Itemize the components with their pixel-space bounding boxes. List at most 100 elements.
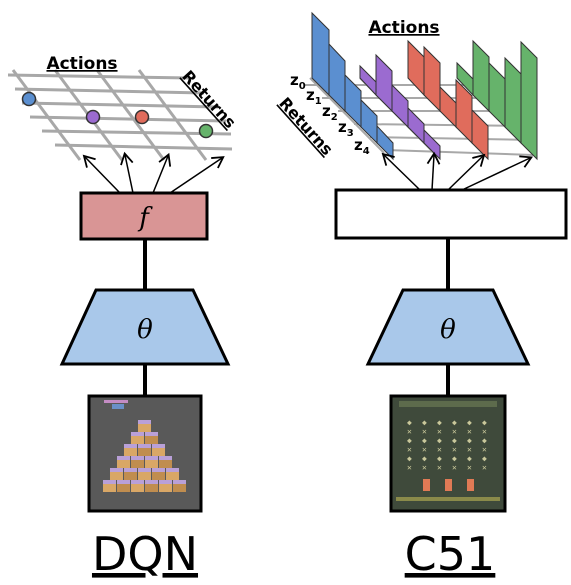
qbert-cube-side (159, 460, 172, 468)
invader-sprite: ✕ (422, 445, 427, 454)
invader-sprite: ◆ (407, 418, 412, 427)
qbert-cube-side (145, 436, 158, 444)
space-invaders-game-screen: ◆◆◆◆◆◆✕✕✕✕✕✕◆◆◆◆◆◆✕✕✕✕✕✕◆◆◆◆◆◆✕✕✕✕✕✕ (389, 394, 507, 513)
qbert-cube-top (103, 480, 116, 484)
qbert-cube-top (159, 480, 172, 484)
c51-title: C51 (405, 527, 496, 581)
qbert-cube-top (124, 444, 137, 448)
invader-sprite: ✕ (482, 427, 487, 436)
dqn-q-values (21, 91, 214, 139)
dqn-returns-label: Returns (178, 67, 240, 132)
distribution-action-2 (359, 53, 441, 161)
atom-label-2: z2 (322, 102, 338, 123)
invader-sprite: ◆ (467, 418, 472, 427)
qbert-cube-top (110, 468, 123, 472)
c51-panel: Actions z0 z1 z2 z3 z4 Returns θ ◆◆◆◆◆◆✕… (275, 11, 568, 581)
atom-label-4: z4 (354, 136, 370, 157)
dqn-output-grid (7, 69, 233, 161)
dqn-network-label: θ (137, 315, 153, 345)
dqn-output-arrows (82, 151, 225, 194)
qbert-cube-top (173, 480, 186, 484)
invader-sprite: ◆ (482, 436, 487, 445)
invader-sprite: ✕ (407, 445, 412, 454)
invader-sprite: ◆ (482, 418, 487, 427)
qbert-cube-top (152, 468, 165, 472)
qbert-cube-top (145, 432, 158, 436)
invader-sprite: ◆ (482, 454, 487, 463)
invader-sprite: ◆ (437, 454, 442, 463)
atom-label-0: z0 (290, 71, 306, 92)
invader-sprite: ✕ (482, 463, 487, 472)
invader-sprite: ✕ (407, 463, 412, 472)
distribution-action-3 (407, 39, 489, 161)
q-value-dot-3 (134, 109, 150, 125)
invader-sprite: ✕ (437, 427, 442, 436)
qbert-cube-top (159, 456, 172, 460)
invader-sprite: ✕ (422, 427, 427, 436)
q-value-dot-2 (85, 109, 101, 125)
invader-sprite: ◆ (467, 436, 472, 445)
qbert-cube-top (117, 456, 130, 460)
qbert-cube-side (124, 472, 137, 480)
qbert-cube-side (166, 472, 179, 480)
invader-sprite: ◆ (437, 418, 442, 427)
qbert-game-screen (87, 394, 203, 513)
qbert-cube-top (138, 468, 151, 472)
q-value-dot-1 (21, 91, 37, 107)
qbert-cube-side (152, 472, 165, 480)
qbert-cube-top (131, 480, 144, 484)
invader-sprite: ◆ (407, 436, 412, 445)
invader-sprite: ◆ (422, 418, 427, 427)
invader-sprite: ◆ (437, 436, 442, 445)
invader-sprite: ✕ (467, 427, 472, 436)
qbert-cube-side (131, 436, 144, 444)
invader-sprite: ✕ (452, 463, 457, 472)
qbert-cube-top (152, 444, 165, 448)
c51-atom-labels: z0 z1 z2 z3 z4 (290, 71, 370, 157)
qbert-cube-top (131, 432, 144, 436)
invader-sprite: ◆ (452, 454, 457, 463)
qbert-cube-side (117, 484, 130, 492)
c51-network-trapezoid (365, 288, 531, 366)
invader-sprite: ◆ (422, 454, 427, 463)
qbert-cube-side (138, 424, 151, 432)
qbert-cube-side (145, 460, 158, 468)
qbert-cube-side (138, 472, 151, 480)
qbert-cube-side (173, 484, 186, 492)
q-value-dot-4 (198, 123, 214, 139)
qbert-cube-side (152, 448, 165, 456)
qbert-cube-top (131, 456, 144, 460)
invader-sprite: ✕ (422, 463, 427, 472)
invader-sprite: ✕ (437, 463, 442, 472)
qbert-cube-side (103, 484, 116, 492)
dqn-title: DQN (92, 527, 198, 581)
invader-sprite: ◆ (452, 436, 457, 445)
dqn-panel: Actions Returns f θ DQN (7, 54, 240, 581)
qbert-cube-top (124, 468, 137, 472)
invader-sprite: ◆ (452, 418, 457, 427)
dqn-actions-label: Actions (46, 54, 117, 74)
invader-sprite: ✕ (467, 463, 472, 472)
qbert-cube-side (145, 484, 158, 492)
invader-sprite: ◆ (422, 436, 427, 445)
c51-return-distributions (311, 11, 538, 161)
invader-sprite: ◆ (467, 454, 472, 463)
distribution-action-4 (456, 39, 538, 161)
qbert-cube-side (124, 448, 137, 456)
c51-network-label: θ (440, 315, 456, 345)
c51-actions-label: Actions (368, 18, 439, 38)
qbert-cube-top (138, 420, 151, 424)
invader-sprite: ◆ (407, 454, 412, 463)
qbert-cube-top (138, 444, 151, 448)
invader-sprite: ✕ (407, 427, 412, 436)
atom-label-3: z3 (338, 118, 354, 139)
qbert-cube-side (131, 484, 144, 492)
c51-output-arrows (381, 151, 533, 191)
dqn-network-trapezoid (59, 288, 231, 366)
invader-sprite: ✕ (467, 445, 472, 454)
distribution-action-1 (311, 11, 394, 161)
invader-sprite: ✕ (452, 427, 457, 436)
qbert-cube-side (117, 460, 130, 468)
invader-sprite: ✕ (482, 445, 487, 454)
qbert-cube-side (138, 448, 151, 456)
